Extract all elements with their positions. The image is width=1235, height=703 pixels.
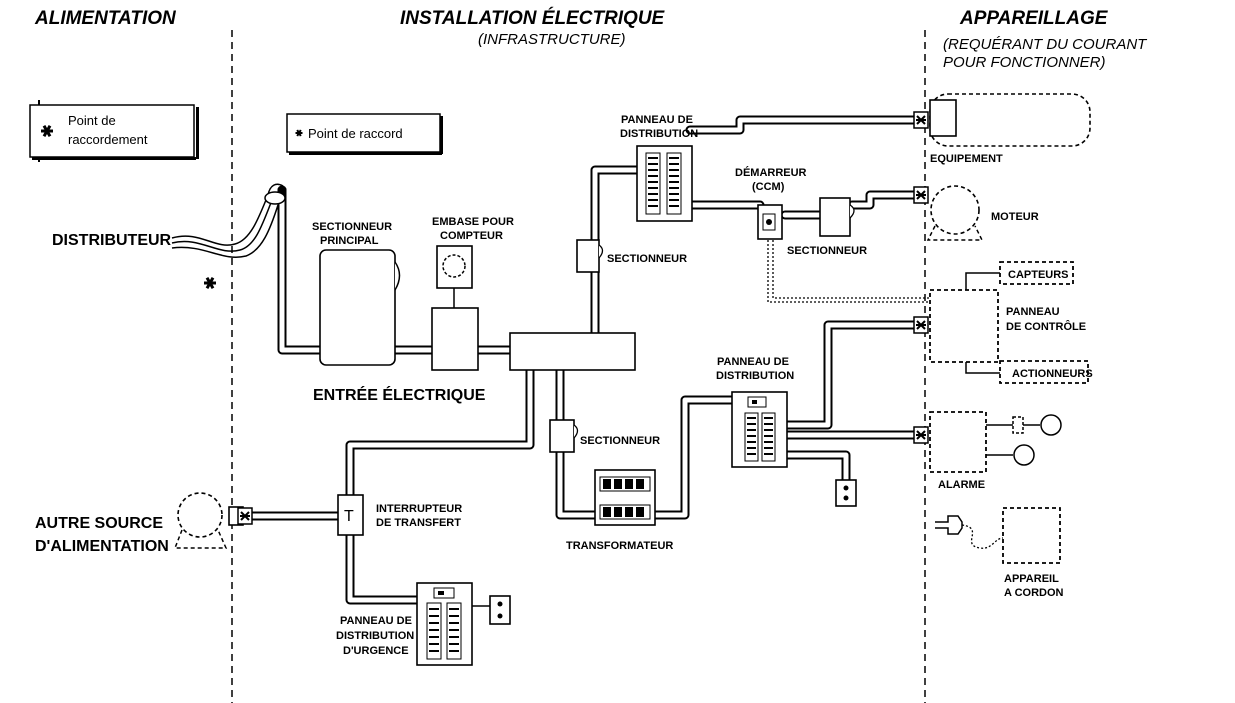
label-panneau-controle-2: DE CONTRÔLE — [1006, 320, 1086, 333]
panneau-distribution-mid — [731, 391, 788, 468]
label-demarreur-2: (CCM) — [752, 181, 785, 193]
sectionneur-lower — [549, 419, 579, 453]
demarreur-ccm — [757, 204, 783, 240]
autre-source — [173, 492, 253, 549]
distributeur-feed — [171, 183, 287, 258]
panneau-controle — [913, 261, 1089, 384]
label-sectionneur-principal-1: SECTIONNEUR — [312, 221, 392, 233]
label-panneau-mid-1: PANNEAU DE — [717, 356, 789, 368]
label-transformateur: TRANSFORMATEUR — [566, 540, 673, 552]
legend-raccordement-line2: raccordement — [68, 132, 148, 147]
transformateur — [594, 469, 656, 526]
label-alarme: ALARME — [938, 479, 985, 491]
label-sectionneur-c: SECTIONNEUR — [580, 435, 660, 447]
alarme — [913, 411, 1062, 473]
embase-compteur — [431, 245, 479, 371]
interrupteur-transfert: T — [337, 494, 364, 536]
switch-letter: T — [344, 508, 354, 525]
appareil-cordon — [935, 507, 1061, 564]
legend-raccordement: Point de raccordement — [29, 100, 199, 162]
label-sectionneur-a: SECTIONNEUR — [607, 253, 687, 265]
label-embase-2: COMPTEUR — [440, 230, 503, 242]
equipement — [913, 93, 1091, 147]
label-appareil-1: APPAREIL — [1004, 573, 1059, 585]
header-appareillage-sub2: POUR FONCTIONNER) — [943, 54, 1106, 71]
control-wire — [767, 240, 930, 303]
label-actionneurs: ACTIONNEURS — [1012, 368, 1093, 380]
label-sectionneur-principal-2: PRINCIPAL — [320, 235, 379, 247]
legend-raccord-text: Point de raccord — [308, 126, 403, 141]
label-urgence-1: PANNEAU DE — [340, 615, 412, 627]
label-interrupteur-1: INTERRUPTEUR — [376, 503, 462, 515]
label-panneau-controle-1: PANNEAU — [1006, 306, 1060, 318]
header-appareillage: APPAREILLAGE — [959, 8, 1109, 29]
main-junction-box — [509, 332, 636, 371]
label-capteurs: CAPTEURS — [1008, 269, 1069, 281]
label-appareil-2: A CORDON — [1004, 587, 1064, 599]
outlet-icon — [835, 479, 857, 507]
header-appareillage-sub1: (REQUÉRANT DU COURANT — [943, 36, 1148, 53]
label-panneau-top-1: PANNEAU DE — [621, 114, 693, 126]
legend-raccord: Point de raccord — [286, 113, 443, 155]
sectionneur-upper — [576, 239, 604, 273]
label-urgence-3: D'URGENCE — [343, 645, 409, 657]
sectionneur-principal — [319, 249, 401, 366]
header-installation-sub: (INFRASTRUCTURE) — [478, 31, 626, 48]
label-panneau-mid-2: DISTRIBUTION — [716, 370, 794, 382]
label-interrupteur-2: DE TRANSFERT — [376, 517, 461, 529]
label-autre-source-2: D'ALIMENTATION — [35, 538, 169, 555]
moteur — [913, 185, 984, 241]
panneau-distribution-top — [636, 145, 693, 222]
header-alimentation: ALIMENTATION — [34, 8, 177, 29]
label-moteur: MOTEUR — [991, 211, 1039, 223]
header-installation: INSTALLATION ÉLECTRIQUE — [400, 7, 666, 29]
legend-raccordement-line1: Point de — [68, 113, 116, 128]
sectionneur-moteur — [819, 197, 855, 237]
label-demarreur-1: DÉMARREUR — [735, 166, 807, 179]
label-autre-source-1: AUTRE SOURCE — [35, 515, 163, 532]
label-panneau-top-2: DISTRIBUTION — [620, 128, 698, 140]
label-embase-1: EMBASE POUR — [432, 216, 514, 228]
label-equipement: EQUIPEMENT — [930, 153, 1003, 165]
label-urgence-2: DISTRIBUTION — [336, 630, 414, 642]
asterisk-icon — [202, 276, 218, 290]
label-entree-electrique: ENTRÉE ÉLECTRIQUE — [313, 385, 486, 404]
label-distributeur: DISTRIBUTEUR — [52, 232, 172, 249]
label-sectionneur-b: SECTIONNEUR — [787, 245, 867, 257]
panneau-urgence — [416, 582, 511, 666]
